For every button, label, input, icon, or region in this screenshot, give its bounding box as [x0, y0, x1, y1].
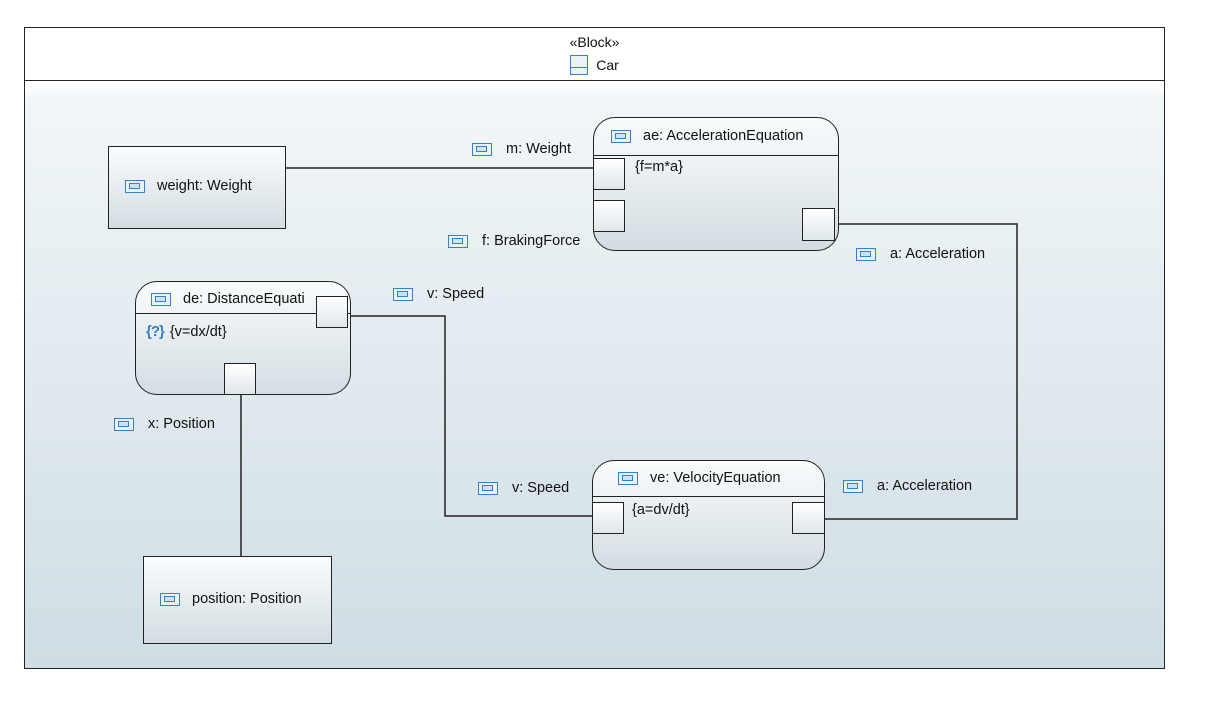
ae-port-a[interactable]	[802, 208, 835, 241]
port-label-a-acceleration-bottom: a: Acceleration	[843, 478, 972, 494]
port-label-v-speed-bottom: v: Speed	[478, 480, 569, 496]
part-property-icon	[472, 142, 492, 156]
part-property-icon	[125, 179, 145, 193]
part-property-icon	[611, 129, 631, 143]
part-property-icon	[151, 292, 171, 306]
de-port-v[interactable]	[316, 296, 348, 328]
part-property-icon	[393, 287, 413, 301]
ve-equation: {a=dv/dt}	[632, 502, 690, 518]
port-label-m-weight: m: Weight	[472, 141, 571, 157]
de-title: de: DistanceEquati	[183, 291, 305, 307]
ae-port-m[interactable]	[593, 158, 625, 190]
port-label-x-position: x: Position	[114, 416, 215, 432]
connector-ae-ve-acceleration	[824, 223, 1018, 520]
ae-port-f[interactable]	[593, 200, 625, 232]
block-name: Car	[596, 57, 619, 73]
de-equation: {v=dx/dt}	[169, 323, 227, 340]
position-block-label: position: Position	[192, 591, 302, 607]
block-icon	[570, 55, 589, 75]
port-label-v-speed-top: v: Speed	[393, 286, 484, 302]
ve-port-v[interactable]	[592, 502, 624, 534]
ve-title: ve: VelocityEquation	[650, 470, 781, 486]
unknown-constraint-icon: {?}	[146, 323, 165, 340]
part-property-icon	[160, 592, 180, 606]
ae-equation: {f=m*a}	[635, 159, 683, 175]
block-stereotype: «Block»	[569, 34, 620, 50]
ve-separator	[593, 496, 824, 497]
part-property-icon	[843, 479, 863, 493]
part-property-icon	[618, 471, 638, 485]
acceleration-equation-constraint[interactable]: ae: AccelerationEquation {f=m*a}	[593, 117, 839, 251]
ae-separator	[594, 155, 838, 156]
weight-block[interactable]: weight: Weight	[108, 146, 286, 229]
part-property-icon	[448, 234, 468, 248]
velocity-equation-constraint[interactable]: ve: VelocityEquation {a=dv/dt}	[592, 460, 825, 570]
ve-port-a[interactable]	[792, 502, 825, 534]
de-port-x[interactable]	[224, 363, 256, 395]
part-property-icon	[856, 247, 876, 261]
ae-title: ae: AccelerationEquation	[643, 128, 804, 144]
part-property-icon	[478, 481, 498, 495]
frame-header: «Block» Car	[25, 28, 1164, 81]
connector-de-ve-speed	[348, 315, 592, 517]
de-separator	[136, 313, 350, 314]
weight-block-label: weight: Weight	[157, 178, 252, 194]
port-label-a-acceleration-top: a: Acceleration	[856, 246, 985, 262]
part-property-icon	[114, 417, 134, 431]
position-block[interactable]: position: Position	[143, 556, 332, 644]
port-label-f-braking-force: f: BrakingForce	[448, 233, 580, 249]
block-title: Car	[25, 55, 1164, 75]
